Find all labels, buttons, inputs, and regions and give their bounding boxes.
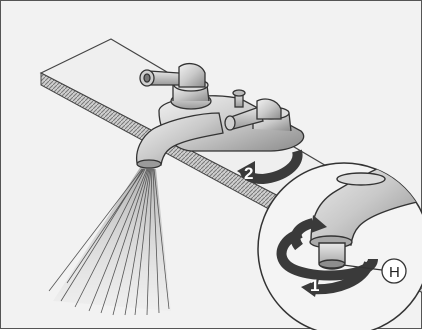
- callout-h-label: H: [389, 264, 400, 281]
- step-2-label: 2: [244, 164, 253, 183]
- water-spray: [49, 166, 171, 315]
- step-1-label: 1: [310, 276, 319, 295]
